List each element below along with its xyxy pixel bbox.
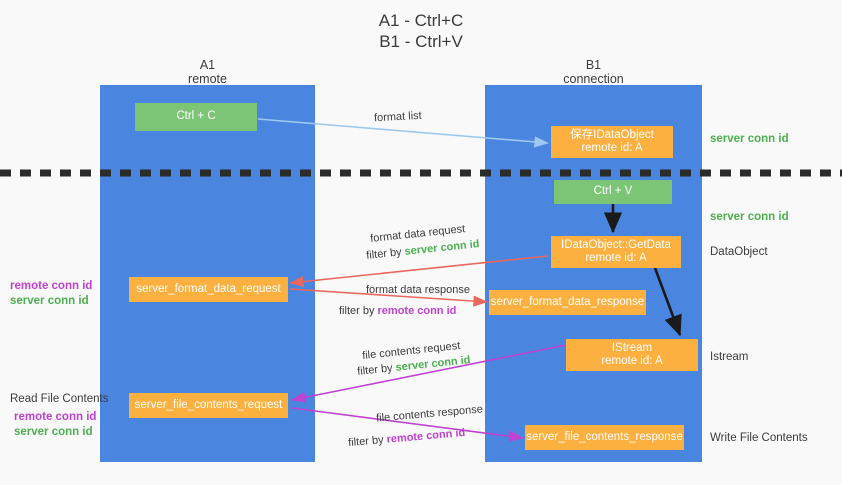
- annotation-server-conn-id-mid: server conn id: [710, 211, 789, 223]
- node-save-idataobject-line2: remote id: A: [581, 142, 643, 154]
- annotation-read-file-contents: Read File Contents: [10, 393, 109, 405]
- node-server-format-data-response-label: server_format_data_response: [490, 295, 645, 308]
- node-server-format-data-request-label: server_format_data_request: [136, 282, 281, 295]
- title-line-2: B1 - Ctrl+V: [379, 32, 463, 51]
- node-getdata-line2: remote id: A: [585, 252, 647, 264]
- node-ctrl-v[interactable]: Ctrl + V: [554, 180, 672, 204]
- column-header-a1-sub: remote: [188, 72, 227, 86]
- filter-prefix: filter by: [365, 245, 406, 262]
- annotation-dataobject: DataObject: [710, 246, 768, 258]
- node-save-idataobject-line1: 保存IDataObject: [570, 128, 654, 141]
- page-title: A1 - Ctrl+C B1 - Ctrl+V: [0, 10, 842, 52]
- node-idataobject-getdata[interactable]: IDataObject::GetData remote id: A: [551, 236, 681, 268]
- node-server-format-data-request[interactable]: server_format_data_request: [129, 277, 288, 302]
- edge-label-format-data-response: format data response: [366, 284, 470, 296]
- node-istream[interactable]: IStream remote id: A: [566, 339, 698, 371]
- column-header-b1-name: B1: [585, 58, 602, 72]
- filter-prefix: filter by: [347, 433, 388, 450]
- annotation-istream: Istream: [710, 351, 749, 363]
- annotation-server-conn-id-2: server conn id: [14, 426, 93, 438]
- edge-label-file-contents-response: file contents response: [375, 403, 484, 425]
- filter-key-server-conn-id: server conn id: [403, 238, 481, 258]
- node-ctrl-c-label: Ctrl + C: [176, 110, 216, 123]
- node-istream-line1: IStream: [611, 341, 653, 354]
- filter-key-remote-conn-id: remote conn id: [377, 305, 457, 317]
- node-getdata-line1: IDataObject::GetData: [561, 238, 671, 251]
- column-header-a1-name: A1: [199, 58, 216, 72]
- node-ctrl-c[interactable]: Ctrl + C: [135, 103, 257, 131]
- node-server-file-contents-response[interactable]: server_file_contents_response: [525, 425, 684, 450]
- annotation-remote-conn-id-1: remote conn id: [10, 280, 93, 292]
- node-istream-line2: remote id: A: [601, 355, 663, 367]
- annotation-remote-conn-id-2: remote conn id: [14, 411, 97, 423]
- title-line-1: A1 - Ctrl+C: [378, 11, 464, 30]
- column-header-b1-sub: connection: [563, 72, 624, 86]
- filter-prefix: filter by: [356, 361, 397, 378]
- node-server-file-contents-response-label: server_file_contents_response: [526, 430, 683, 443]
- filter-prefix: filter by: [339, 305, 378, 317]
- annotation-server-conn-id-top: server conn id: [710, 133, 789, 145]
- node-save-idataobject[interactable]: 保存IDataObject remote id: A: [551, 126, 673, 158]
- filter-key-remote-conn-id: remote conn id: [386, 426, 466, 446]
- annotation-write-file-contents: Write File Contents: [710, 432, 808, 444]
- edge-label-format-list: format list: [373, 109, 422, 125]
- node-server-file-contents-request[interactable]: server_file_contents_request: [129, 393, 288, 418]
- node-ctrl-v-label: Ctrl + V: [593, 185, 633, 198]
- annotation-server-conn-id-1: server conn id: [10, 295, 89, 307]
- node-server-file-contents-request-label: server_file_contents_request: [134, 398, 283, 411]
- node-server-format-data-response[interactable]: server_format_data_response: [489, 290, 646, 315]
- edge-label-file-contents-response-filter: filter by remote conn id: [348, 427, 466, 449]
- column-header-b1: B1 connection: [485, 58, 702, 86]
- edge-label-format-data-response-filter: filter by remote conn id: [339, 305, 456, 317]
- column-header-a1: A1 remote: [100, 58, 315, 86]
